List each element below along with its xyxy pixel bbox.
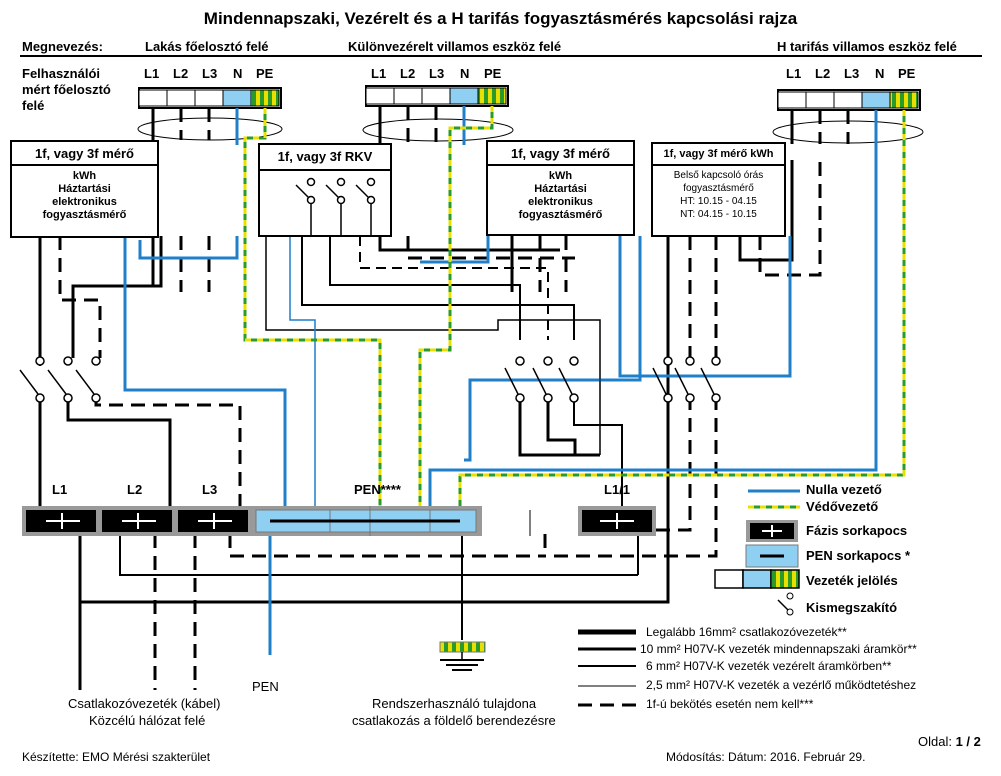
- meter-1-line: elektronikus: [52, 196, 117, 208]
- conductor-label: L1: [786, 66, 802, 81]
- legend-nulla: Nulla vezető: [806, 482, 882, 497]
- breakers-group-3: [652, 356, 721, 403]
- wire-legend-text: 10 mm² H07V-K vezeték mindennapszaki ára…: [640, 642, 917, 656]
- breakers-group-2: [504, 356, 579, 403]
- conductor-label: L1: [144, 66, 160, 81]
- meter-box-3: [651, 142, 786, 237]
- user-meter-label-2: mért főelosztó: [22, 82, 111, 97]
- wire-legend-text: 1f-ú bekötés esetén nem kell***: [646, 697, 814, 711]
- breakers-group-1: [19, 356, 101, 403]
- terminal-bar: [22, 506, 656, 536]
- terminal-strip-2: [365, 85, 509, 107]
- meter-box-2: [486, 140, 635, 236]
- conductor-label: L3: [202, 66, 218, 81]
- earth-terminal: [439, 641, 486, 671]
- meter-3-line: NT: 04.15 - 10.15: [680, 209, 757, 220]
- cable-label-2: Közcélú hálózat felé: [89, 713, 206, 728]
- meter-box-1: [10, 140, 159, 238]
- footer-page-label: Oldal:: [918, 734, 952, 749]
- page-title: Mindennapszaki, Vezérelt és a H tarifás …: [203, 9, 798, 28]
- conductor-label: L2: [815, 66, 831, 81]
- header-col2: Különvezérelt villamos eszköz felé: [348, 39, 562, 54]
- cable-label-1: Csatlakozóvezeték (kábel): [68, 696, 221, 711]
- conductor-label: L2: [173, 66, 189, 81]
- legend-fazis: Fázis sorkapocs: [806, 523, 908, 538]
- meter-1-line: Háztartási: [58, 183, 111, 195]
- terminal-strip-3: [777, 89, 921, 111]
- rkv-contacts: [295, 177, 376, 236]
- meter-2-title: 1f, vagy 3f mérő: [511, 146, 610, 161]
- meter-3-line: fogyasztásmérő: [683, 183, 754, 194]
- meter-3-line: HT: 10.15 - 04.15: [680, 196, 757, 207]
- wire-legend-lines: [578, 629, 636, 707]
- meter-2-line: elektronikus: [528, 196, 593, 208]
- legend-kismeg: Kismegszakító: [806, 600, 898, 615]
- user-meter-label-1: Felhasználói: [22, 66, 101, 81]
- rkv-box: [258, 143, 392, 237]
- conductor-label: PE: [256, 66, 274, 81]
- terminal-label-l11: L1/1: [604, 482, 631, 497]
- meter-2-body: kWh Háztartási elektronikus fogyasztásmé…: [487, 170, 634, 222]
- conductor-label: N: [460, 66, 470, 81]
- wire-legend-text: Legalább 16mm² csatlakozóvezeték**: [646, 625, 847, 639]
- conductor-label: N: [233, 66, 243, 81]
- terminal-label-l1: L1: [52, 482, 68, 497]
- pen-label: PEN: [252, 679, 279, 694]
- conductor-label: L3: [429, 66, 445, 81]
- rkv-title: 1f, vagy 3f RKV: [277, 149, 373, 164]
- wire-legend-text: 6 mm² H07V-K vezeték vezérelt áramkörben…: [646, 659, 892, 673]
- conductor-label: L1: [371, 66, 387, 81]
- rend-label-1: Rendszerhasználó tulajdona: [372, 696, 537, 711]
- wire-legend-text: 2,5 mm² H07V-K vezeték a vezérlő működte…: [646, 678, 917, 692]
- conductor-label: PE: [898, 66, 916, 81]
- meter-1-title: 1f, vagy 3f mérő: [35, 146, 134, 161]
- cable-ellipse-2: [362, 118, 514, 142]
- meter-2-line: kWh: [548, 170, 573, 182]
- meter-2-line: Háztartási: [534, 183, 587, 195]
- terminal-label-l2: L2: [127, 482, 143, 497]
- conductor-label: L2: [400, 66, 416, 81]
- footer-author: Készítette: EMO Mérési szakterület: [22, 750, 211, 764]
- header-col3: H tarifás villamos eszköz felé: [777, 39, 957, 54]
- footer-page-value: 1 / 2: [955, 734, 981, 749]
- footer-page: Oldal: 1 / 2: [918, 734, 981, 749]
- meter-3-title: 1f, vagy 3f mérő kWh: [663, 148, 774, 160]
- header-label: Megnevezés:: [22, 39, 103, 54]
- legend-jeloles: Vezeték jelölés: [806, 573, 898, 588]
- rend-label-2: csatlakozás a földelő berendezésre: [352, 713, 556, 728]
- meter-1-line: fogyasztásmérő: [42, 209, 127, 221]
- user-meter-label-3: felé: [22, 98, 45, 113]
- conductor-label: PE: [484, 66, 502, 81]
- conductor-label: N: [875, 66, 885, 81]
- legend-pen: PEN sorkapocs *: [806, 548, 911, 563]
- meter-3-line: Belső kapcsoló órás: [673, 170, 764, 181]
- terminal-label-pen: PEN****: [354, 482, 401, 497]
- conductor-label: L3: [844, 66, 860, 81]
- header-col1: Lakás főelosztó felé: [145, 39, 269, 54]
- legend-graphics: [714, 489, 800, 616]
- terminal-label-l3: L3: [202, 482, 218, 497]
- legend-vedo: Védővezető: [806, 499, 879, 514]
- meter-2-line: fogyasztásmérő: [518, 209, 603, 221]
- meter-3-body: Belső kapcsoló órás fogyasztásmérő HT: 1…: [652, 169, 785, 221]
- meter-1-line: kWh: [72, 170, 97, 182]
- meter-1-body: kWh Háztartási elektronikus fogyasztásmé…: [11, 170, 158, 222]
- terminal-strip-1: [138, 87, 282, 109]
- footer-modified: Módosítás: Dátum: 2016. Február 29.: [666, 750, 866, 764]
